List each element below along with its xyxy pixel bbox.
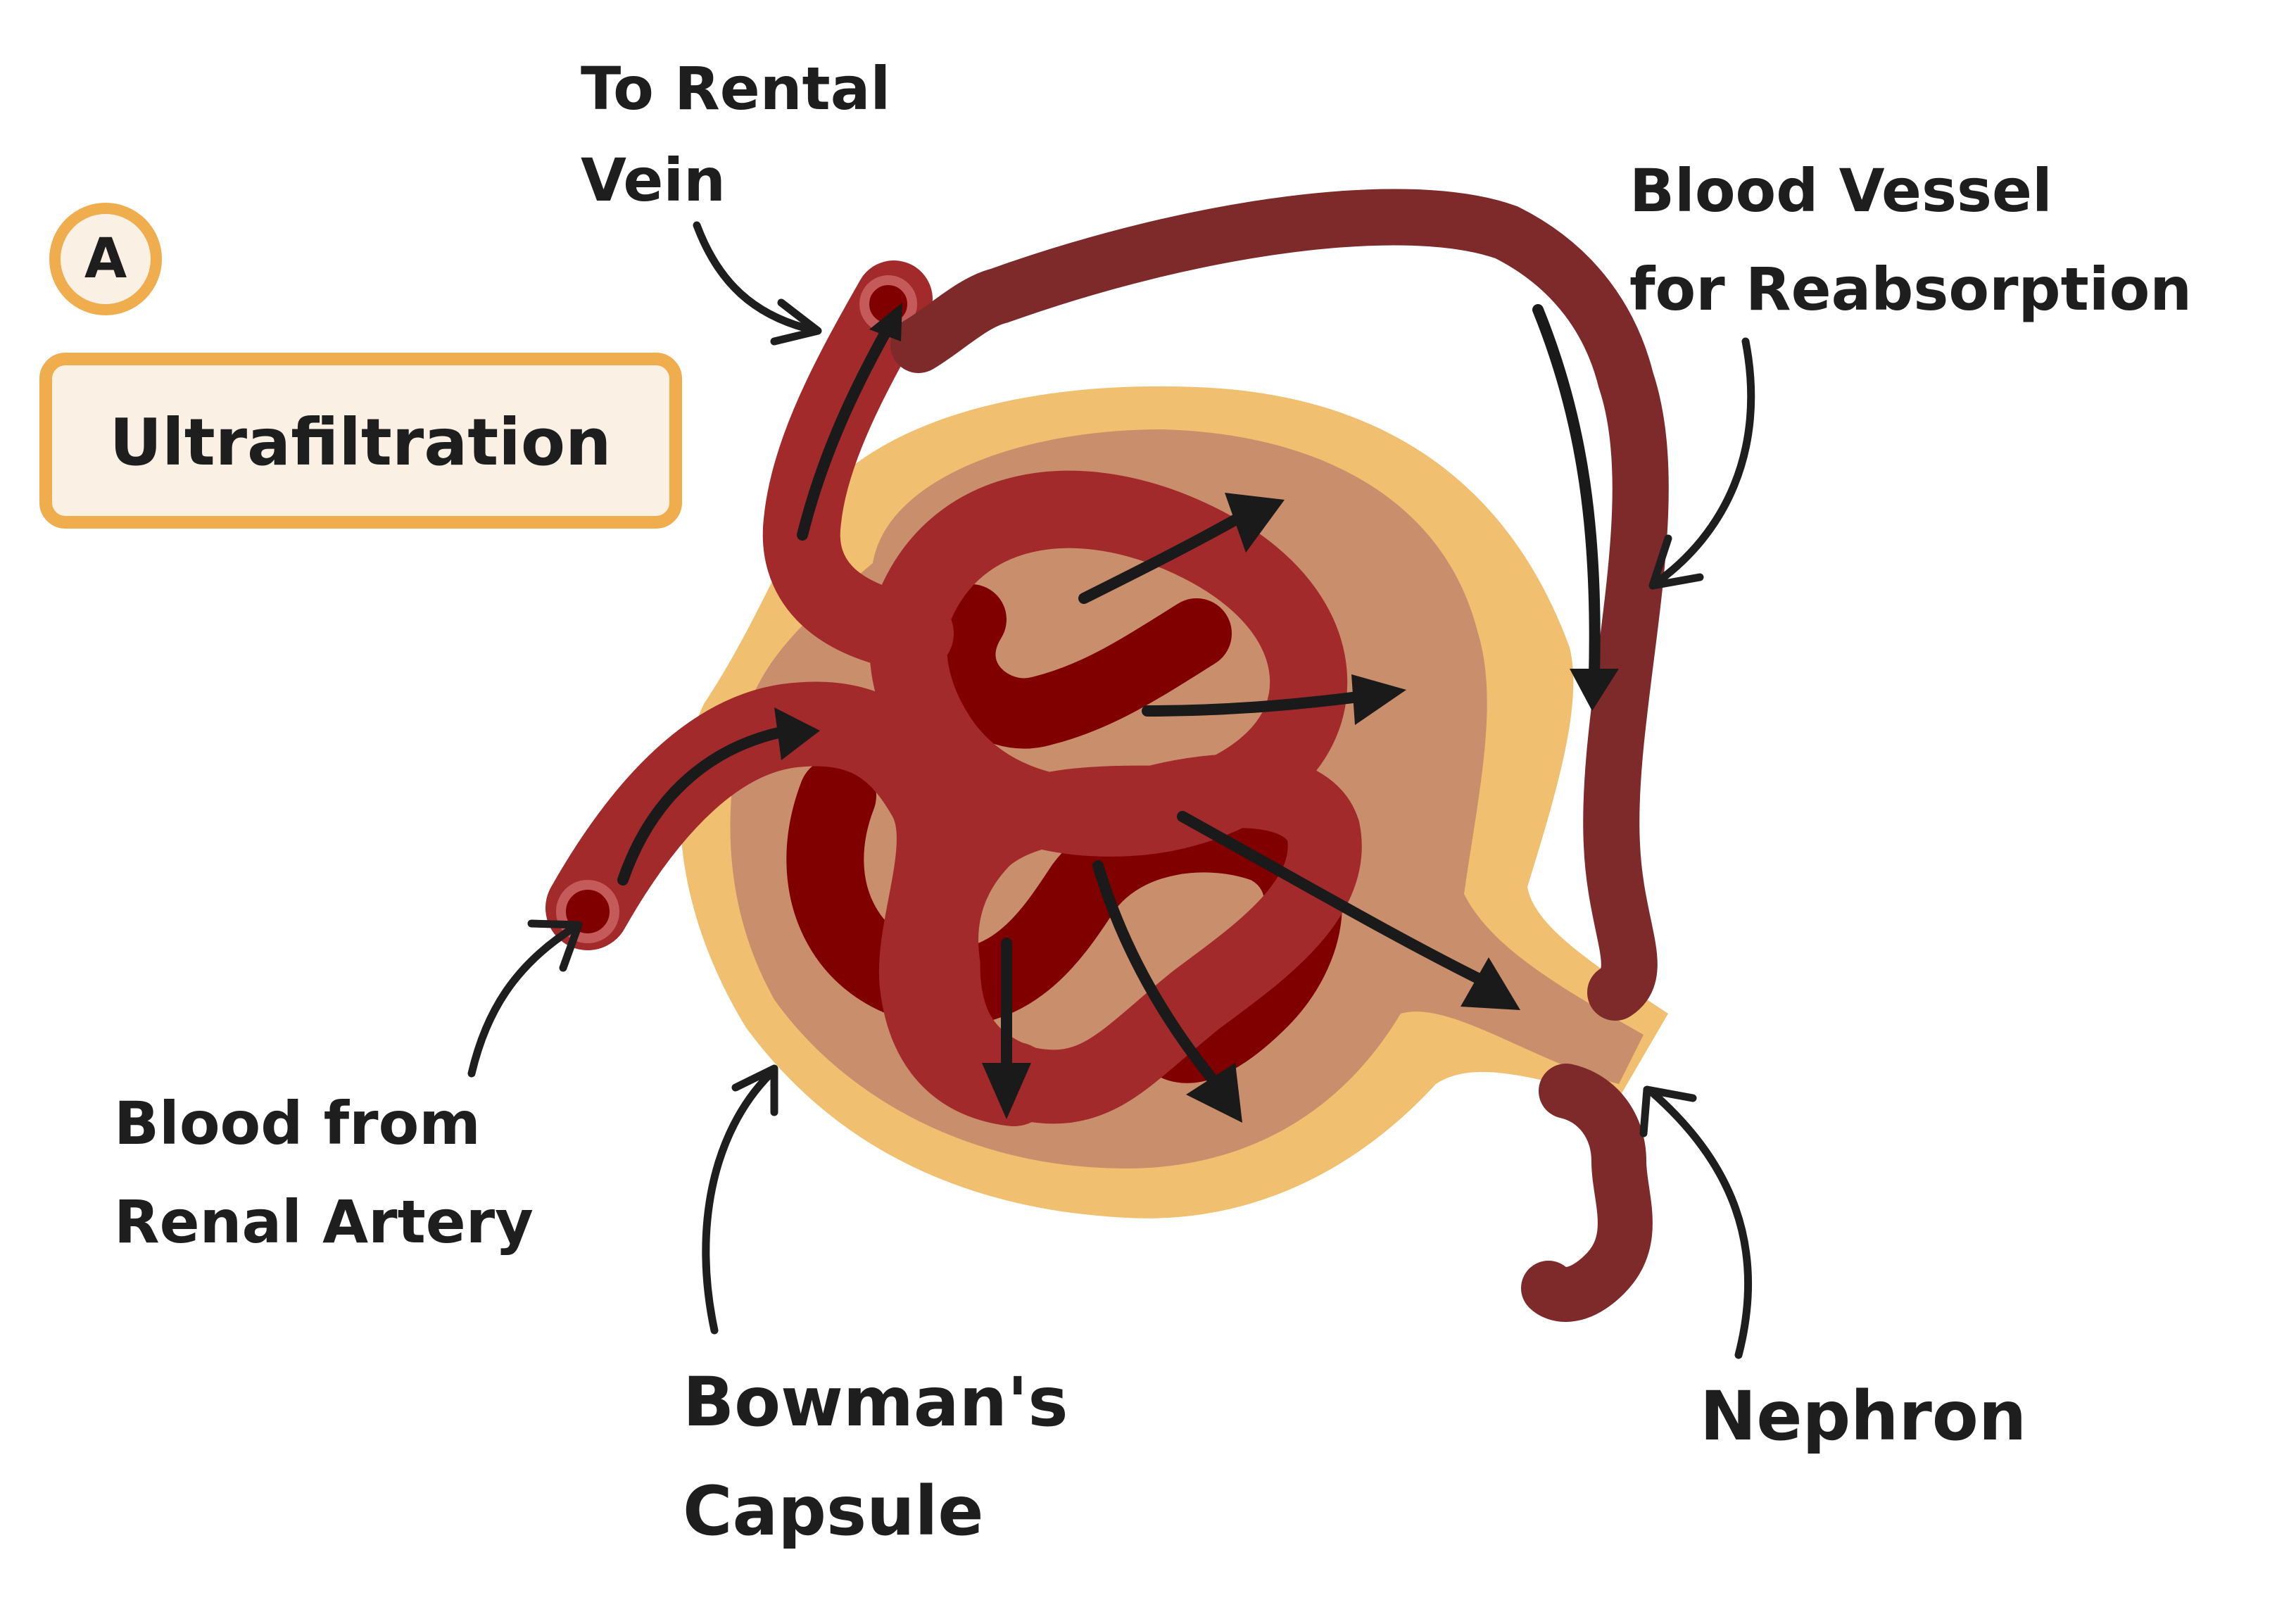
- label-nephron: Nephron: [1639, 1085, 2026, 1456]
- flow-arrowhead-reabsorb: [1570, 669, 1619, 711]
- label-reabsorption: Blood Vessel for Reabsorption: [1629, 156, 2192, 590]
- flow-arrowhead-2: [1351, 674, 1406, 725]
- renal-vein-pointer: [693, 221, 821, 335]
- label-renal-artery: Blood from Renal Artery: [114, 919, 583, 1256]
- badge-letter: A: [84, 227, 127, 291]
- reabsorption-label-line1: Blood Vessel: [1629, 156, 2052, 225]
- artery-pointer-head: [527, 919, 583, 972]
- capsule-label-line1: Bowman's: [683, 1363, 1068, 1442]
- reabsorption-pointer: [1650, 337, 1755, 588]
- flow-arrows: [617, 303, 1619, 1123]
- flow-arrow-2: [1142, 691, 1364, 717]
- flow-arrow-1: [1078, 508, 1251, 604]
- flow-arrow-3: [1177, 811, 1484, 984]
- reabsorption-vessel: [890, 189, 1669, 1021]
- renal-vein-label-line2: Vein: [581, 146, 726, 215]
- flow-arrowhead-3: [1461, 957, 1520, 1010]
- title-box: Ultrafiltration: [39, 353, 682, 529]
- capillary-loop-center: [925, 584, 1232, 749]
- flow-arrow-5: [1092, 860, 1216, 1083]
- artery-pointer: [467, 921, 581, 1078]
- label-bowmans-capsule: Bowman's Capsule: [683, 1064, 1068, 1551]
- flow-arrow-out: [797, 318, 896, 541]
- flow-arrow-reabsorb: [1532, 304, 1601, 681]
- capsule-pointer-head: [731, 1064, 778, 1116]
- capsule-label-line2: Capsule: [683, 1472, 983, 1551]
- nephron-pointer: [1646, 1087, 1753, 1359]
- artery-label-line2: Renal Artery: [114, 1187, 534, 1256]
- renal-vein-label-line1: To Rental: [581, 54, 890, 123]
- reabsorption-label-line2: for Reabsorption: [1629, 255, 2192, 324]
- capsule-pointer: [702, 1069, 775, 1335]
- title-frame: [39, 353, 682, 529]
- flow-arrowhead-1: [1225, 493, 1285, 553]
- nephron-pointer-head: [1639, 1085, 1697, 1137]
- flow-arrowhead-4: [982, 1063, 1031, 1119]
- flow-arrow-in: [617, 726, 787, 886]
- flow-arrowhead-5: [1186, 1063, 1242, 1123]
- artery-label-line1: Blood from: [114, 1089, 481, 1158]
- flow-arrowhead-in: [774, 707, 820, 760]
- page-title: Ultrafiltration: [109, 405, 611, 480]
- label-renal-vein: To Rental Vein: [581, 54, 890, 346]
- badge-circle: [49, 203, 162, 315]
- flow-arrowhead-out: [869, 303, 902, 341]
- reabsorption-pointer-head: [1648, 534, 1704, 590]
- renal-vein-pointer-head: [770, 298, 822, 346]
- nephron-tubule: [1521, 1064, 1653, 1322]
- nephron-label: Nephron: [1700, 1377, 2026, 1456]
- badge: A: [49, 203, 162, 315]
